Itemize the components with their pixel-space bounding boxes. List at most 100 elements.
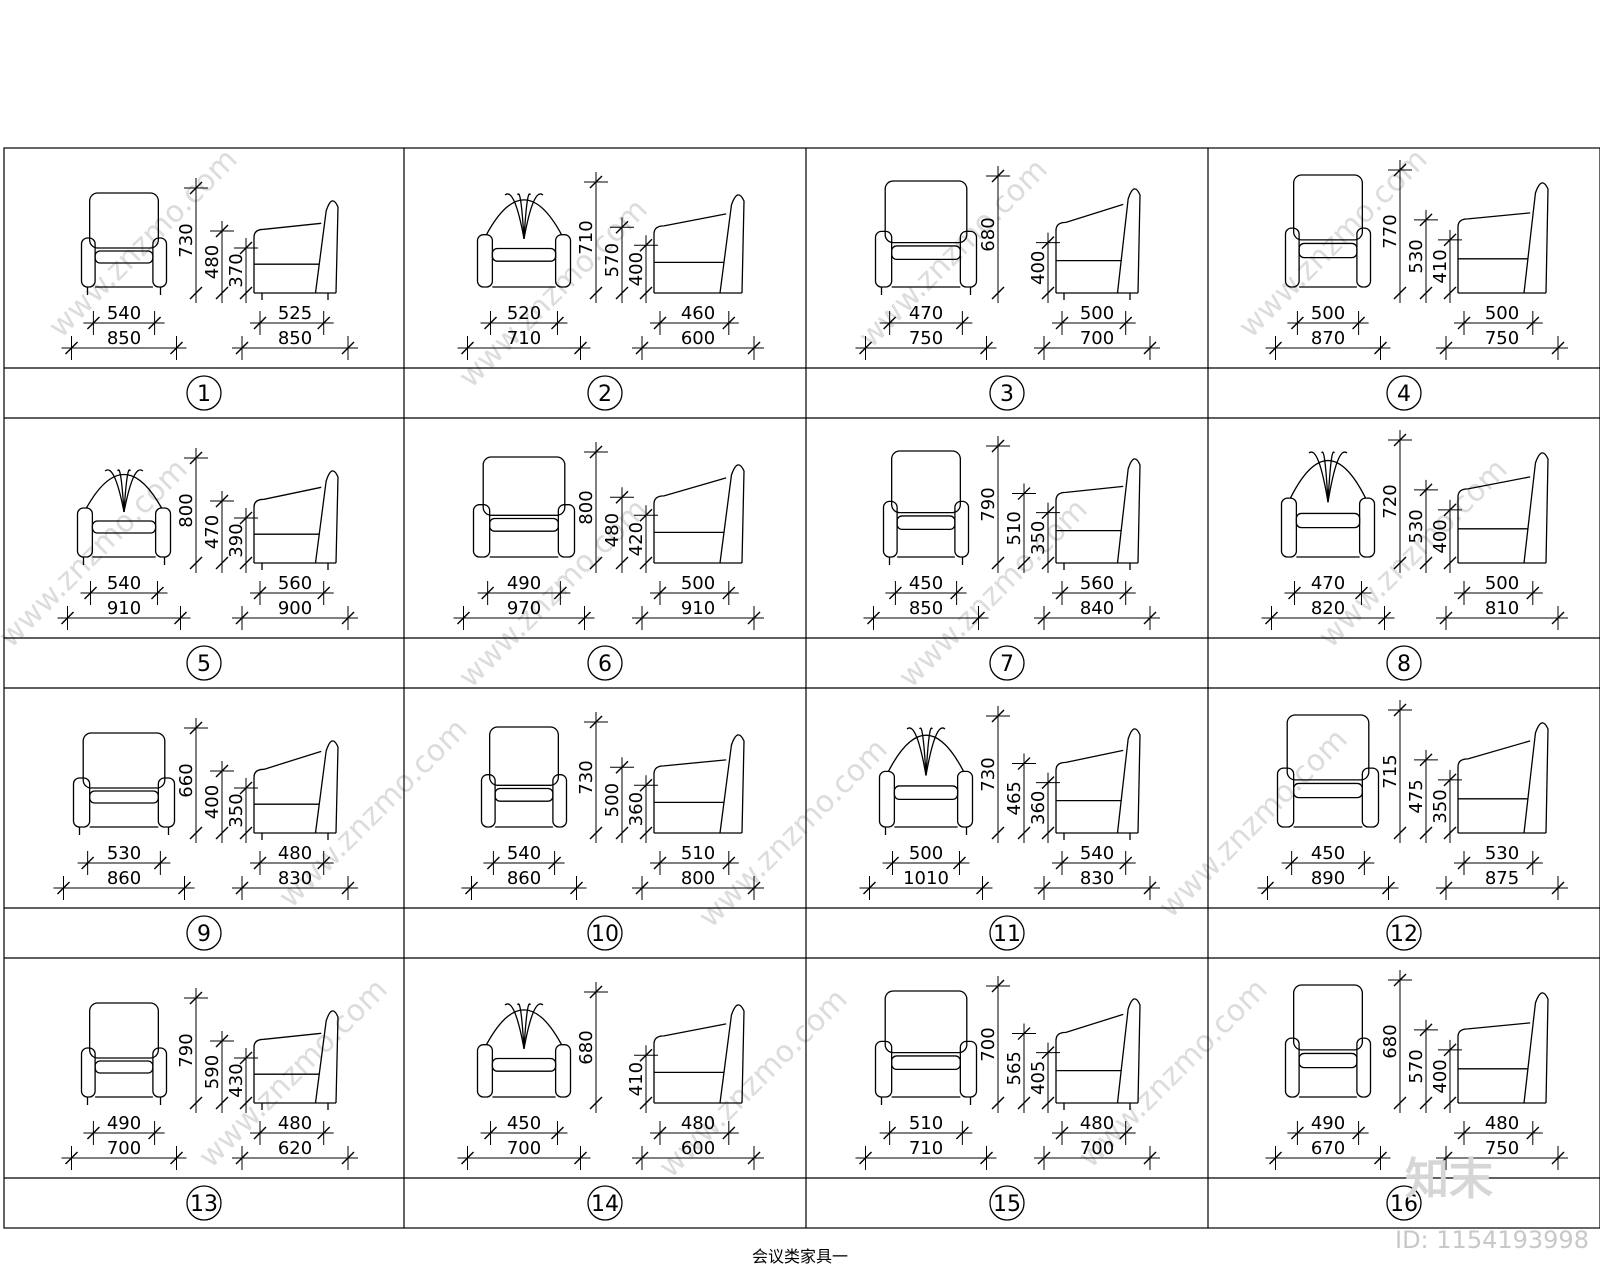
chair-front-seat [494,787,554,802]
dimension-tick [1354,586,1368,600]
dimension-label: 730 [576,760,597,794]
dimension-tick [317,316,331,330]
dimension-tick [215,764,229,778]
chair-side-back [1116,998,1141,1104]
dimension-tick [215,826,229,840]
chair-front-back [1293,984,1363,1051]
dimension-tick [481,586,495,600]
chair-front-arm-left [476,1044,494,1098]
dimension-label: 830 [1080,868,1114,889]
dimension-tick [653,1126,667,1140]
dimension-tick [461,341,474,355]
chair-side-back [719,734,745,834]
dimension-tick [1143,881,1157,895]
item-number: 7 [1000,652,1014,677]
dimension-label: 790 [978,487,999,521]
dimension-tick [189,181,203,195]
dimension-label: 800 [681,868,715,889]
dimension-label: 465 [1004,781,1025,815]
chair-front-back [485,199,563,236]
chair-front-pleat [523,193,544,239]
dimension-tick [589,985,603,999]
dimension-tick [1055,1126,1069,1140]
chair-front-back [85,473,163,509]
dimension-tick [980,341,993,355]
dimension-tick [1037,881,1051,895]
dimension-tick [61,611,74,625]
dimension-tick [235,1151,249,1165]
dimension-tick [722,586,736,600]
dimension-label: 400 [1430,1059,1451,1093]
dimension-tick [1393,433,1407,447]
brand-watermark: 知末 [1405,1154,1493,1205]
dimension-label: 860 [507,868,541,889]
dimension-tick [1041,776,1055,790]
dimension-label: 860 [107,868,141,889]
dimension-tick [189,286,203,300]
dimension-tick [859,1151,872,1165]
dimension-tick [1017,757,1031,771]
chair-front-arm-left [874,1040,893,1098]
dimension-tick [1119,856,1133,870]
chair-front-pleat [117,469,125,513]
chair-side-back [314,470,339,564]
dimension-tick [615,556,629,570]
dimension-label: 460 [681,303,715,324]
item-number: 5 [197,652,211,677]
dimension-tick [486,856,500,870]
dimension-tick [639,1048,653,1062]
dimension-tick [635,341,649,355]
dimension-label: 530 [1485,843,1519,864]
item-number: 10 [591,922,619,947]
item-number: 11 [993,922,1021,947]
chair-side-arm [1457,476,1531,563]
dimension-tick [1041,1046,1055,1060]
dimension-tick [722,1126,736,1140]
dimension-tick [1352,1126,1366,1140]
dimension-label: 530 [107,843,141,864]
dimension-tick [1443,233,1457,247]
dimension-label: 840 [1080,598,1114,619]
dimension-tick [1443,826,1457,840]
dimension-tick [1419,826,1433,840]
dimension-label: 410 [626,1062,647,1096]
chair-front-arm-left [1276,767,1295,828]
dimension-tick [239,781,253,795]
id-watermark: ID: 1154193998 [1395,1226,1589,1254]
chair-front-pleat [1327,451,1348,503]
chair-front-back [1286,714,1370,781]
dimension-tick [189,991,203,1005]
dimension-tick [883,316,897,330]
dimension-tick [189,721,203,735]
chair-front-arm-right [1361,767,1380,828]
chair-front-seat [491,247,557,262]
dimension-tick [883,1126,897,1140]
chair-side-back [314,740,339,834]
chair-side-arm [653,1023,727,1103]
dimension-tick [1288,586,1302,600]
dimension-tick [253,316,267,330]
dimension-label: 450 [909,573,943,594]
chair-front-back [482,456,566,516]
chair-front-arm-right [954,500,970,558]
chair-front-pleat [523,1003,544,1049]
chair-front-seat [1298,242,1358,259]
dimension-tick [341,611,355,625]
dimension-tick [991,826,1005,840]
dimension-tick [952,856,966,870]
chair-front-arm-right [1356,227,1372,288]
dimension-tick [553,586,567,600]
dimension-tick [239,826,253,840]
dimension-tick [574,341,587,355]
dimension-tick [1443,1043,1457,1057]
item-number: 1 [197,382,211,407]
dimension-label: 850 [278,328,312,349]
dimension-label: 570 [1406,1049,1427,1083]
dimension-tick [84,586,98,600]
dimension-tick [86,316,100,330]
item-number: 6 [598,652,612,677]
dimension-label: 500 [681,573,715,594]
dimension-label: 700 [978,1027,999,1061]
